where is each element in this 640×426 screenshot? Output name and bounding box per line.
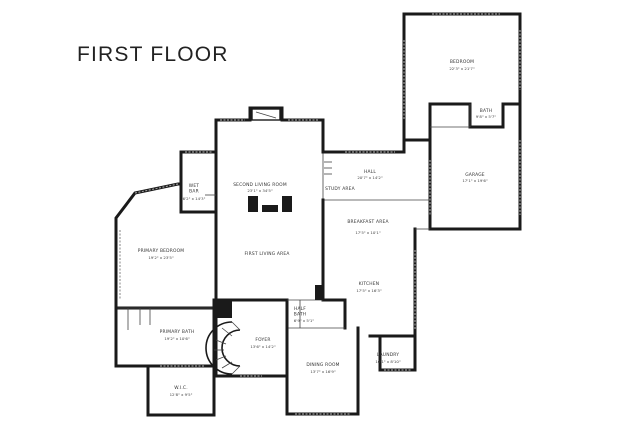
stair-block: [216, 300, 232, 318]
room-dim-dining-room: 13'7" x 16'9": [310, 369, 336, 374]
room-label-first-living-area: FIRST LIVING AREA: [244, 251, 289, 257]
fireplace-hearth: [262, 205, 278, 212]
spiral-staircase: [205, 321, 241, 375]
room-label-bedroom: BEDROOM: [450, 59, 474, 65]
room-dim-foyer: 13'6" x 14'2": [250, 344, 276, 349]
room-label-primary-bath: PRIMARY BATH: [160, 329, 195, 335]
window-marks: [119, 13, 521, 415]
room-dim-half-bath: 6'9" x 5'1": [294, 318, 315, 323]
floor-title: FIRST FLOOR: [77, 43, 229, 66]
room-dim-hall: 20'7" x 14'2": [357, 175, 383, 180]
room-dim-wic: 12'8" x 9'5": [170, 392, 193, 397]
room-dim-breakfast-area: 17'5" x 10'1": [355, 230, 381, 235]
room-dim-garage: 17'1" x 19'6": [462, 178, 488, 183]
room-label-primary-bedroom: PRIMARY BEDROOM: [138, 248, 185, 254]
room-label-second-living-room: SECOND LIVING ROOM: [233, 182, 287, 188]
room-dim-primary-bath: 19'2" x 10'6": [164, 336, 190, 341]
room-dim-second-living-room: 23'1" x 34'5": [247, 188, 273, 193]
room-label-hall: HALL: [364, 169, 376, 175]
fixtures: [216, 108, 332, 318]
walls: [114, 12, 522, 417]
room-label-study-area: STUDY AREA: [325, 186, 355, 192]
room-label-foyer: FOYER: [255, 337, 270, 343]
fireplace: [251, 108, 281, 121]
room-labels: BEDROOM 22'3" x 21'7" BATH 9'8" x 5'7" H…: [138, 59, 497, 397]
room-dim-bath: 9'8" x 5'7": [476, 114, 497, 119]
room-dim-wet-bar: 6'2" x 14'3": [183, 196, 206, 201]
room-label-dining-room: DINING ROOM: [306, 362, 339, 368]
room-dim-laundry: 10'1" x 8'10": [375, 359, 401, 364]
room-label-bath: BATH: [480, 108, 492, 114]
room-label-wic: W.I.C.: [174, 385, 188, 391]
room-label-kitchen: KITCHEN: [359, 281, 379, 287]
room-dim-primary-bedroom: 19'2" x 23'5": [148, 255, 174, 260]
column-right: [282, 196, 292, 212]
pantry-block: [315, 285, 323, 300]
room-label-laundry: LAUNDRY: [377, 352, 399, 358]
room-label-breakfast-area: BREAKFAST AREA: [347, 219, 388, 225]
room-dim-bedroom: 22'3" x 21'7": [449, 66, 475, 71]
room-dim-kitchen: 17'5" x 16'3": [356, 288, 382, 293]
room-label-garage: GARAGE: [465, 172, 485, 178]
column-left: [248, 196, 258, 212]
